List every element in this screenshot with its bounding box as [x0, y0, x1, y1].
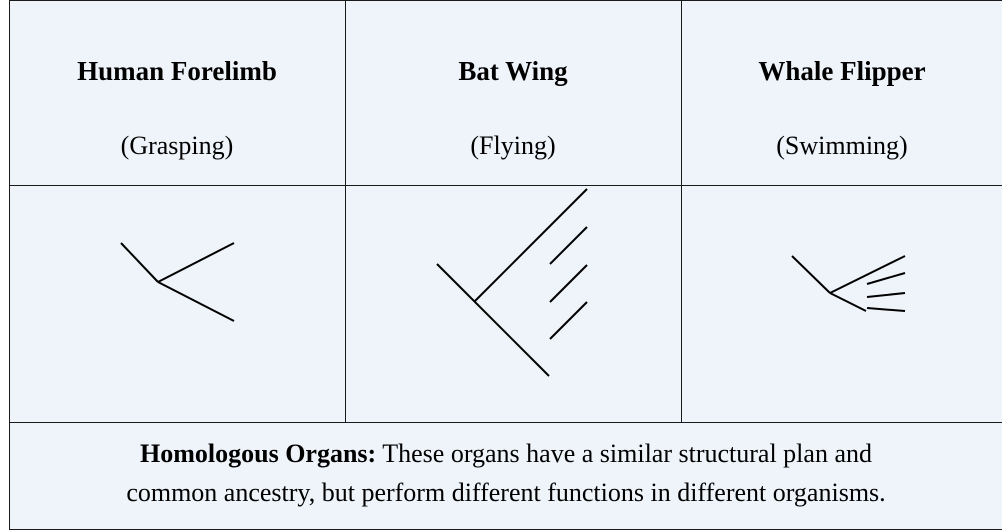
column-divider-2	[681, 0, 682, 422]
flipper-arm-line	[791, 255, 831, 294]
wing-arm-line	[436, 263, 550, 377]
upper-arm-line	[120, 242, 159, 283]
caption-text-1: These organs have a similar structural p…	[382, 439, 872, 468]
wing-finger-2	[549, 264, 588, 303]
column-title: Bat Wing	[458, 56, 568, 86]
column-title: Human Forelimb	[77, 56, 277, 86]
whale-flipper-sketch-icon	[791, 255, 906, 312]
wing-finger-1	[549, 226, 588, 265]
forearm-upper-line	[157, 242, 235, 283]
column-divider-1	[345, 0, 346, 422]
caption-line-2: common ancestry, but perform different f…	[126, 478, 886, 507]
diagram-divider	[9, 422, 1002, 423]
caption-line-1: Homologous Organs: These organs have a s…	[9, 434, 1002, 473]
flipper-digit-1	[829, 255, 906, 294]
column-subtitle: (Grasping)	[120, 131, 234, 160]
caption-term: Homologous Organs:	[140, 439, 377, 468]
flipper-digit-4	[866, 292, 906, 298]
column-subtitle: (Swimming)	[776, 131, 908, 160]
header-cell-human: Human Forelimb (Grasping)	[9, 58, 345, 159]
bat-wing-sketch-icon	[436, 188, 588, 377]
wing-finger-3	[549, 301, 588, 340]
wing-finger-long	[474, 188, 588, 302]
column-subtitle: (Flying)	[470, 131, 556, 160]
column-title: Whale Flipper	[758, 56, 926, 86]
flipper-digit-3	[866, 272, 906, 285]
homologous-organs-table	[9, 0, 1002, 530]
flipper-digit-5	[866, 307, 906, 312]
forearm-lower-line	[157, 281, 235, 322]
header-divider	[9, 185, 1002, 186]
flipper-digit-2	[829, 292, 867, 312]
header-cell-whale: Whale Flipper (Swimming)	[681, 58, 1002, 159]
header-cell-bat: Bat Wing (Flying)	[345, 58, 681, 159]
homologous-organs-caption: Homologous Organs: These organs have a s…	[9, 434, 1002, 512]
human-forelimb-sketch-icon	[120, 242, 235, 322]
